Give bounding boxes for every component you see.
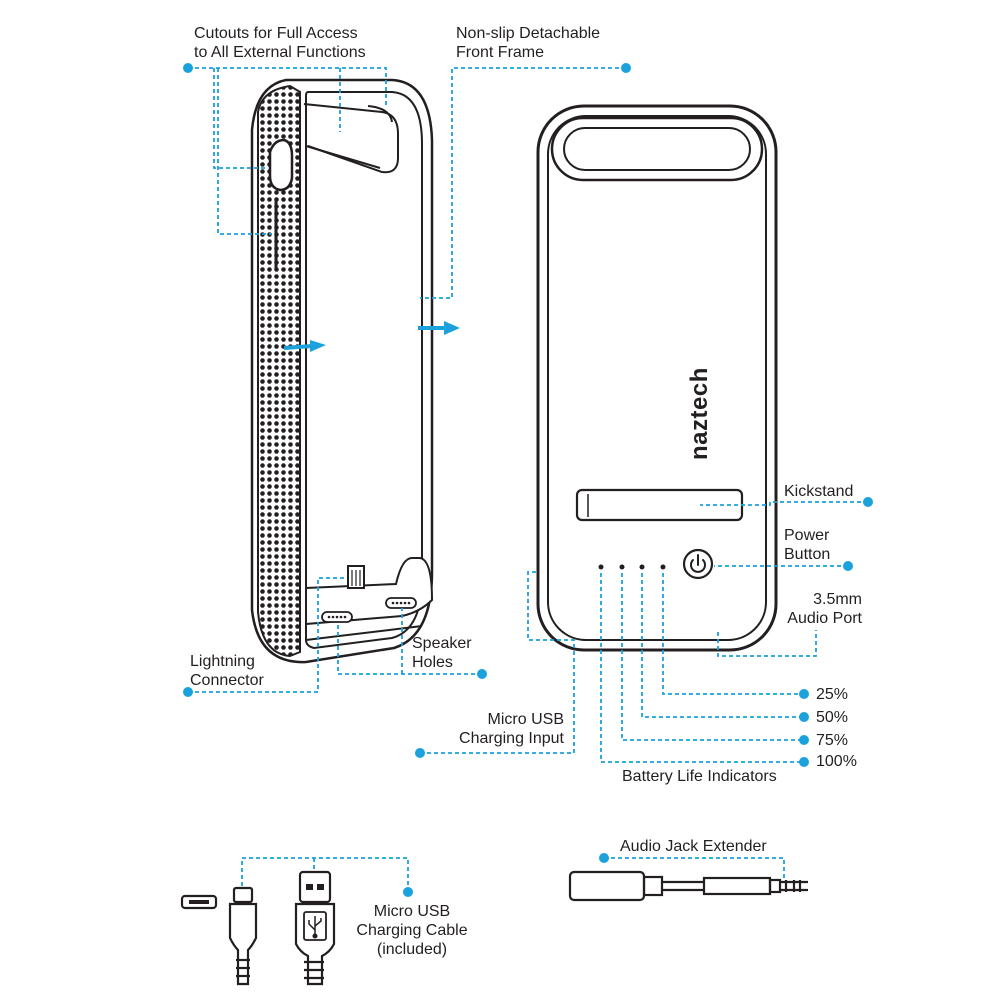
usb-a-plug-body	[294, 902, 336, 986]
case-dotted-side	[257, 84, 301, 658]
micro-usb-plug-body	[228, 902, 258, 986]
usb-symbol-icon	[308, 916, 322, 939]
label-front-frame: Non-slip Detachable Front Frame	[456, 25, 601, 61]
kickstand	[575, 488, 744, 522]
label-battery-indicators: Battery Life Indicators	[622, 768, 777, 785]
battery-dot-25	[660, 564, 666, 570]
label-kickstand: Kickstand	[784, 483, 854, 500]
micro-usb-port-icon	[180, 894, 218, 910]
label-battery-50: 50%	[816, 709, 849, 726]
naztech-logo: naztech	[686, 367, 713, 460]
label-speaker-holes: Speaker Holes	[412, 635, 472, 671]
leader-lines	[188, 67, 868, 892]
camera-cutout-inner	[563, 127, 751, 171]
label-audio-port: 3.5mm Audio Port	[787, 591, 862, 627]
side-button-cutout	[268, 138, 294, 192]
battery-dot-50	[639, 564, 645, 570]
case-back-inner	[547, 115, 767, 641]
camera-cutout-outer	[550, 116, 764, 182]
usb-a-plug-tip	[298, 870, 332, 904]
audio-jack-extender	[568, 870, 808, 902]
label-lightning-connector: Lightning Connector	[190, 653, 264, 689]
speaker-hole-dots	[327, 601, 411, 619]
case-back-view	[536, 104, 778, 652]
label-battery-100: 100%	[816, 753, 857, 770]
label-cutouts: Cutouts for Full Access to All External …	[194, 25, 366, 61]
battery-dot-100	[598, 564, 604, 570]
label-audio-jack-extender: Audio Jack Extender	[620, 838, 767, 855]
label-battery-75: 75%	[816, 732, 849, 749]
power-icon	[690, 554, 706, 573]
label-power-button: Power Button	[784, 527, 831, 563]
separation-arrows	[283, 321, 460, 352]
label-micro-usb-input: Micro USB Charging Input	[459, 711, 564, 747]
case-side-view	[250, 78, 434, 664]
top-cutout	[367, 105, 393, 123]
case-back-outer	[536, 104, 778, 652]
micro-usb-cable	[180, 870, 336, 986]
leader-end-dots	[183, 63, 873, 897]
power-button	[682, 548, 714, 580]
micro-usb-plug-tip	[232, 886, 254, 904]
battery-dot-75	[619, 564, 625, 570]
case-inner-frame	[305, 91, 423, 650]
label-charging-cable: Micro USB Charging Cable (included)	[356, 903, 468, 958]
battery-indicator-dots	[598, 564, 666, 570]
label-battery-25: 25%	[816, 686, 849, 703]
